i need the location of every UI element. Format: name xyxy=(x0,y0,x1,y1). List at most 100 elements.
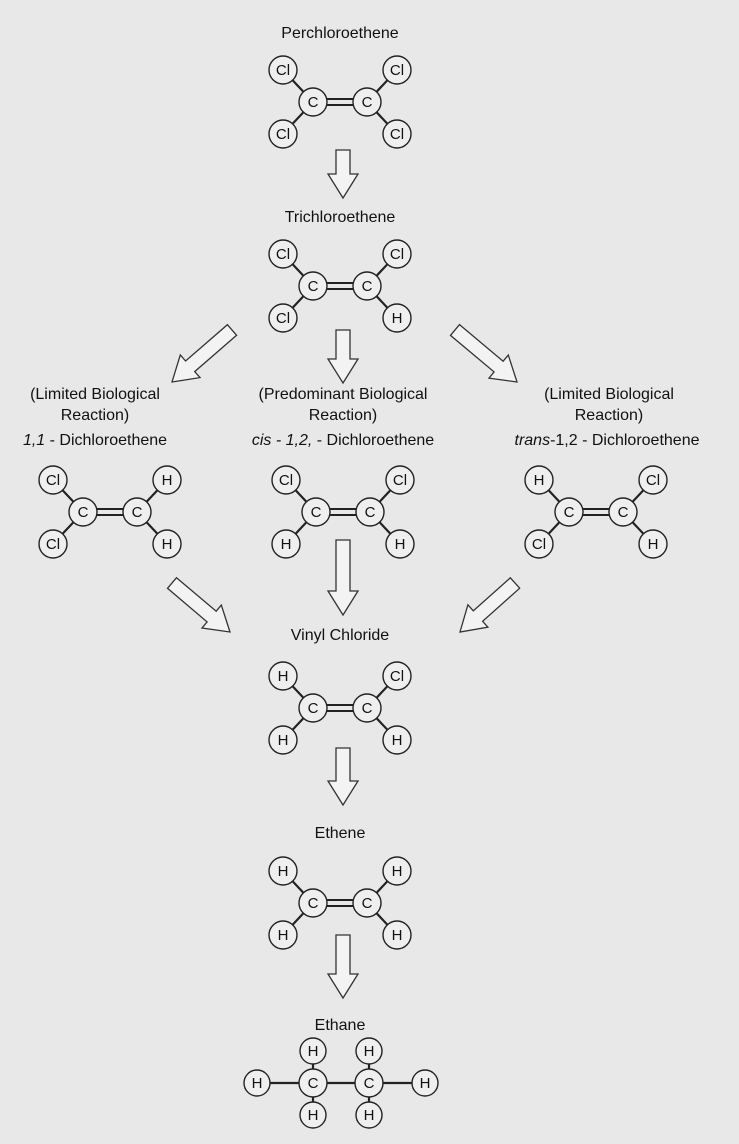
svg-text:Cl: Cl xyxy=(390,668,404,685)
label-limited-right-line2: Reaction) xyxy=(575,407,643,424)
svg-text:H: H xyxy=(162,536,173,553)
hydrogen-atom: H xyxy=(355,1037,383,1065)
hydrogen-atom: H xyxy=(268,920,298,950)
svg-text:H: H xyxy=(278,863,289,880)
arrow-vc-to-ethene xyxy=(326,747,360,807)
hydrogen-atom: H xyxy=(382,920,412,950)
svg-text:C: C xyxy=(308,278,319,295)
svg-text:H: H xyxy=(392,863,403,880)
svg-text:C: C xyxy=(362,94,373,111)
svg-text:Cl: Cl xyxy=(276,246,290,263)
svg-text:H: H xyxy=(395,536,406,553)
arrows-layer xyxy=(166,149,521,1000)
svg-text:C: C xyxy=(308,94,319,111)
label-perchloroethene: Perchloroethene xyxy=(281,25,399,42)
svg-text:C: C xyxy=(564,504,575,521)
svg-text:Cl: Cl xyxy=(46,472,60,489)
svg-text:H: H xyxy=(392,927,403,944)
hydrogen-atom: H xyxy=(152,465,182,495)
label-predominant-line2: Reaction) xyxy=(309,407,377,424)
svg-text:H: H xyxy=(252,1075,263,1092)
svg-text:C: C xyxy=(308,700,319,717)
label-limited-left-line1: (Limited Biological xyxy=(30,386,160,403)
label-predominant-line1: (Predominant Biological xyxy=(259,386,428,403)
svg-text:C: C xyxy=(78,504,89,521)
svg-text:Cl: Cl xyxy=(276,62,290,79)
svg-text:C: C xyxy=(308,895,319,912)
svg-text:C: C xyxy=(362,700,373,717)
carbon-atom: C xyxy=(352,87,382,117)
label-dce-trans-rest: -1,2 - Dichloroethene xyxy=(550,432,700,449)
svg-text:H: H xyxy=(648,536,659,553)
hydrogen-atom: H xyxy=(411,1069,439,1097)
label-ethane: Ethane xyxy=(315,1017,366,1034)
chlorine-atom: Cl xyxy=(382,119,412,149)
arrow-dce-cis-to-vc xyxy=(326,539,360,617)
svg-text:C: C xyxy=(308,1075,319,1092)
arrow-pce-to-tce xyxy=(326,149,360,200)
hydrogen-atom: H xyxy=(524,465,554,495)
chlorine-atom: Cl xyxy=(638,465,668,495)
svg-text:H: H xyxy=(308,1107,319,1124)
svg-text:H: H xyxy=(278,668,289,685)
label-dce-trans-prefix: trans xyxy=(515,432,551,449)
svg-text:H: H xyxy=(162,472,173,489)
label-ethene: Ethene xyxy=(315,825,366,842)
svg-text:H: H xyxy=(281,536,292,553)
svg-text:C: C xyxy=(362,278,373,295)
svg-text:Cl: Cl xyxy=(390,246,404,263)
svg-text:C: C xyxy=(618,504,629,521)
label-dce-11-rest: - Dichloroethene xyxy=(45,432,167,449)
svg-text:Cl: Cl xyxy=(46,536,60,553)
arrow-tce-to-dce-trans xyxy=(449,323,518,383)
chlorine-atom: Cl xyxy=(38,465,68,495)
carbon-atom: C xyxy=(68,497,98,527)
svg-text:C: C xyxy=(311,504,322,521)
svg-text:H: H xyxy=(364,1107,375,1124)
label-dce-cis-rest: - Dichloroethene xyxy=(312,432,434,449)
svg-text:H: H xyxy=(392,310,403,327)
label-dce-11-prefix: 1,1 xyxy=(23,432,45,449)
label-dce-trans: trans-1,2 - Dichloroethene xyxy=(515,432,700,449)
carbon-atom: C xyxy=(352,693,382,723)
hydrogen-atom: H xyxy=(638,529,668,559)
svg-text:C: C xyxy=(132,504,143,521)
hydrogen-atom: H xyxy=(382,303,412,333)
svg-text:Cl: Cl xyxy=(390,62,404,79)
carbon-atom: C xyxy=(608,497,638,527)
arrow-tce-to-dce-11 xyxy=(171,323,238,383)
carbon-atom: C xyxy=(354,1068,384,1098)
hydrogen-atom: H xyxy=(243,1069,271,1097)
svg-text:Cl: Cl xyxy=(390,126,404,143)
arrow-ethene-to-ethane xyxy=(326,934,360,1000)
svg-text:C: C xyxy=(362,895,373,912)
chlorine-atom: Cl xyxy=(268,55,298,85)
chlorine-atom: Cl xyxy=(382,661,412,691)
arrow-tce-to-dce-cis xyxy=(326,329,360,385)
chlorine-atom: Cl xyxy=(385,465,415,495)
carbon-atom: C xyxy=(355,497,385,527)
carbon-atom: C xyxy=(298,1068,328,1098)
arrow-dce-trans-to-vc xyxy=(459,576,521,633)
svg-text:H: H xyxy=(420,1075,431,1092)
chlorine-atom: Cl xyxy=(268,119,298,149)
hydrogen-atom: H xyxy=(152,529,182,559)
carbon-atom: C xyxy=(122,497,152,527)
chlorine-atom: Cl xyxy=(271,465,301,495)
carbon-atom: C xyxy=(301,497,331,527)
chlorine-atom: Cl xyxy=(268,303,298,333)
carbon-atom: C xyxy=(298,271,328,301)
chlorine-atom: Cl xyxy=(524,529,554,559)
svg-text:Cl: Cl xyxy=(276,126,290,143)
hydrogen-atom: H xyxy=(382,856,412,886)
carbon-atom: C xyxy=(352,271,382,301)
svg-text:H: H xyxy=(308,1043,319,1060)
